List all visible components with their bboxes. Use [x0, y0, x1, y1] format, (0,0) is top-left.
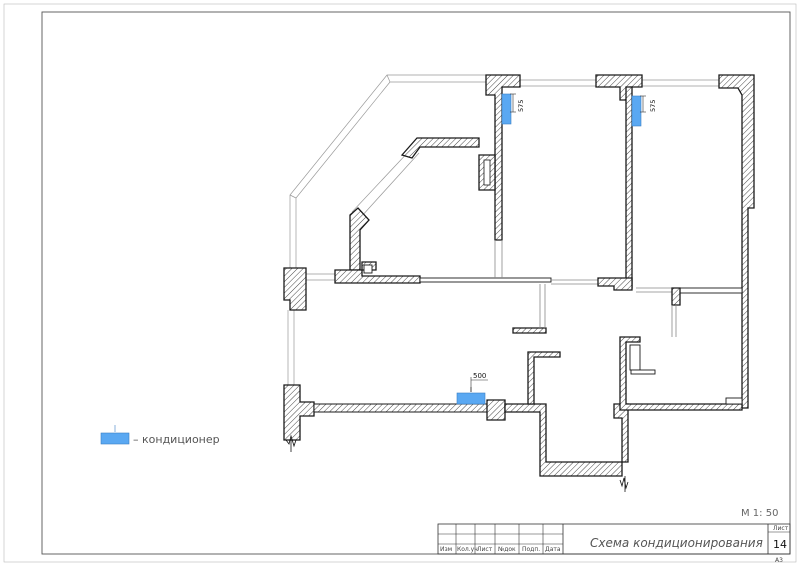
ac-unit-top-left	[501, 93, 512, 125]
break-line-left	[285, 434, 297, 448]
drawing-title: Схема кондиционирования	[590, 536, 763, 550]
balcony-glazing	[287, 74, 720, 385]
tb-col-podp: Подп.	[522, 546, 540, 553]
sheet-label: Лист	[773, 525, 789, 532]
legend-ac-swatch	[100, 432, 130, 445]
dimension-top-left: 575	[510, 93, 525, 113]
wall-middle-foot	[597, 277, 633, 291]
wall-south-thin	[313, 403, 490, 413]
outer-border	[3, 3, 797, 563]
wall-right-stub	[671, 287, 681, 306]
wall-right-outer	[718, 74, 755, 409]
tb-col-izm: Изм	[440, 546, 452, 553]
wall-bath-top	[512, 327, 547, 334]
duct-right-lower	[629, 344, 641, 371]
shaft-small	[363, 264, 373, 274]
wall-lower-right-frame	[619, 336, 743, 411]
dimension-bottom: 500	[470, 372, 488, 392]
dimension-label-top-left: 575	[517, 100, 525, 112]
format-label: А3	[775, 557, 783, 564]
legend: – кондиционер	[100, 425, 220, 446]
dimension-label-bottom: 500	[473, 372, 486, 380]
ac-unit-bottom	[456, 392, 486, 405]
title-block: Изм Кол.уч Лист №док Подп. Дата Схема ко…	[437, 523, 791, 564]
inner-frame	[41, 11, 791, 555]
legend-label: – кондиционер	[133, 433, 220, 446]
break-line-bottom	[619, 477, 629, 490]
wall-corridor-right	[613, 403, 629, 463]
partition-mid	[419, 277, 552, 283]
floor-plan: 575 575 500	[283, 74, 755, 492]
wall-lower-sill	[725, 397, 743, 405]
wall-mid-left	[334, 261, 421, 284]
wall-south-pier	[486, 399, 506, 421]
wall-pier-southwest	[283, 384, 315, 441]
wall-corridor	[504, 403, 623, 477]
dimension-label-top-right: 575	[649, 100, 657, 112]
wall-diagonal-lower	[349, 207, 370, 271]
tb-col-ndok: №док	[498, 546, 516, 553]
sheet-number: 14	[773, 538, 787, 551]
wall-pier-west	[283, 267, 307, 311]
dimension-top-right: 575	[640, 95, 657, 113]
tb-col-kol: Кол.уч	[457, 546, 478, 553]
wall-right-interior	[671, 287, 743, 294]
tb-col-list: Лист	[477, 546, 493, 553]
closet-void	[483, 159, 491, 186]
scale-label: М 1: 50	[741, 508, 778, 519]
tb-col-data: Дата	[545, 546, 561, 553]
wall-middle-vertical	[625, 86, 633, 289]
ac-unit-top-right	[631, 95, 642, 127]
wall-lower-small	[630, 369, 656, 375]
wall-diagonal-interior	[400, 137, 480, 159]
wall-bath-left	[527, 351, 561, 405]
